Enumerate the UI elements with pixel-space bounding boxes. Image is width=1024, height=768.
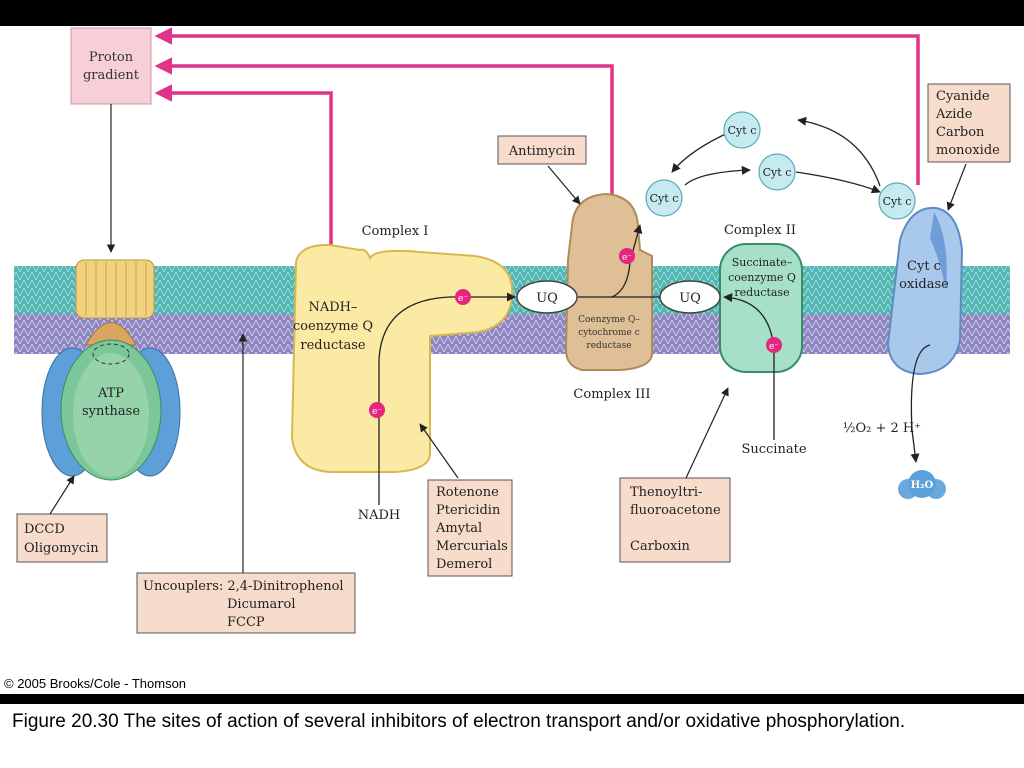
nadh-label: NADH xyxy=(358,508,401,523)
svg-text:Amytal: Amytal xyxy=(435,521,482,536)
cyt-c-oxidase xyxy=(886,206,964,376)
membrane xyxy=(14,266,1010,354)
top-black-bar xyxy=(0,0,1024,26)
complex-i-name-1: NADH– xyxy=(308,300,357,315)
complex-iii-title: Complex III xyxy=(573,387,650,402)
figure-caption: Figure 20.30 The sites of action of seve… xyxy=(12,711,906,732)
svg-text:Uncouplers: 2,4-Dinitrophenol: Uncouplers: 2,4-Dinitrophenol xyxy=(143,579,344,594)
atp-synthase xyxy=(41,259,181,481)
atp-synthase-label-2: synthase xyxy=(82,404,140,419)
proton-gradient-box xyxy=(70,27,152,105)
svg-text:Carbon: Carbon xyxy=(936,125,985,140)
svg-text:Rotenone: Rotenone xyxy=(436,485,499,500)
water-molecule xyxy=(898,470,946,499)
cyt-c-label: Cyt c xyxy=(763,166,792,179)
svg-text:Thenoyltri-: Thenoyltri- xyxy=(630,485,702,500)
complex-i-title: Complex I xyxy=(362,224,429,239)
uq-label-left: UQ xyxy=(536,291,558,306)
svg-text:Cyanide: Cyanide xyxy=(936,89,990,104)
succinate-label: Succinate xyxy=(741,442,806,457)
electron-label: e⁻ xyxy=(458,294,468,304)
electron-markers xyxy=(369,248,782,418)
electron-label: e⁻ xyxy=(372,407,382,417)
inhibitor-box-dccd: DCCD Oligomycin xyxy=(16,513,108,563)
water-label: H₂O xyxy=(911,480,934,491)
complex-ii xyxy=(719,243,803,373)
electron-transport-diagram: Proton gradient ATP synthase Complex I N… xyxy=(0,26,1024,694)
complex-ii-title: Complex II xyxy=(724,223,796,238)
svg-text:fluoroacetone: fluoroacetone xyxy=(630,503,721,518)
complex-iii-name-3: reductase xyxy=(586,341,631,351)
cyt-c-label: Cyt c xyxy=(883,195,912,208)
complex-ii-name-1: Succinate– xyxy=(732,256,793,269)
proton-gradient-label: Proton xyxy=(89,50,134,65)
proton-gradient-arrows xyxy=(154,27,920,246)
cyt-oxidase-label-2: oxidase xyxy=(899,277,949,292)
svg-text:DCCD: DCCD xyxy=(24,522,65,537)
svg-text:Azide: Azide xyxy=(935,107,973,122)
svg-text:Dicumarol: Dicumarol xyxy=(227,597,296,612)
cyt-c-label: Cyt c xyxy=(728,124,757,137)
svg-text:monoxide: monoxide xyxy=(936,143,1000,158)
complex-iii-name-1: Coenzyme Q– xyxy=(578,315,640,325)
electron-label: e⁻ xyxy=(622,253,632,263)
svg-text:Demerol: Demerol xyxy=(436,557,492,572)
inhibitor-box-cyt-oxidase: Cyanide Azide Carbon monoxide xyxy=(927,83,1011,163)
oxygen-equation: ½O₂ + 2 H⁺ xyxy=(843,421,921,436)
cyt-c-spheres xyxy=(645,111,916,220)
cyt-oxidase-label-1: Cyt c xyxy=(907,259,941,274)
complex-i-name-3: reductase xyxy=(300,338,366,353)
uq-label-right: UQ xyxy=(679,291,701,306)
complex-ii-name-3: reductase xyxy=(734,286,789,299)
proton-gradient-label-2: gradient xyxy=(83,68,140,83)
inhibitor-box-antimycin: Antimycin xyxy=(497,135,587,165)
atp-synthase-label: ATP xyxy=(97,386,124,401)
inhibitor-box-complex-i: Rotenone Ptericidin Amytal Mercurials De… xyxy=(427,479,513,577)
complex-i-name-2: coenzyme Q xyxy=(293,319,373,334)
svg-text:Antimycin: Antimycin xyxy=(508,144,576,159)
svg-text:FCCP: FCCP xyxy=(227,615,265,630)
svg-text:Ptericidin: Ptericidin xyxy=(436,503,501,518)
complex-iii xyxy=(564,192,653,371)
electron-label: e⁻ xyxy=(769,342,779,352)
svg-text:Oligomycin: Oligomycin xyxy=(24,541,99,556)
bottom-black-bar xyxy=(0,694,1024,704)
uq-oval-left xyxy=(516,280,578,314)
copyright-notice: © 2005 Brooks/Cole - Thomson xyxy=(4,676,187,691)
svg-text:Carboxin: Carboxin xyxy=(630,539,691,554)
svg-text:Mercurials: Mercurials xyxy=(436,539,508,554)
inhibitor-box-uncouplers: Uncouplers: 2,4-Dinitrophenol Dicumarol … xyxy=(136,572,356,634)
cyt-c-label: Cyt c xyxy=(650,192,679,205)
complex-ii-name-2: coenzyme Q xyxy=(728,271,796,284)
inhibitor-box-complex-ii: Thenoyltri- fluoroacetone Carboxin xyxy=(619,477,731,563)
complex-iii-name-2: cytochrome c xyxy=(578,328,639,338)
